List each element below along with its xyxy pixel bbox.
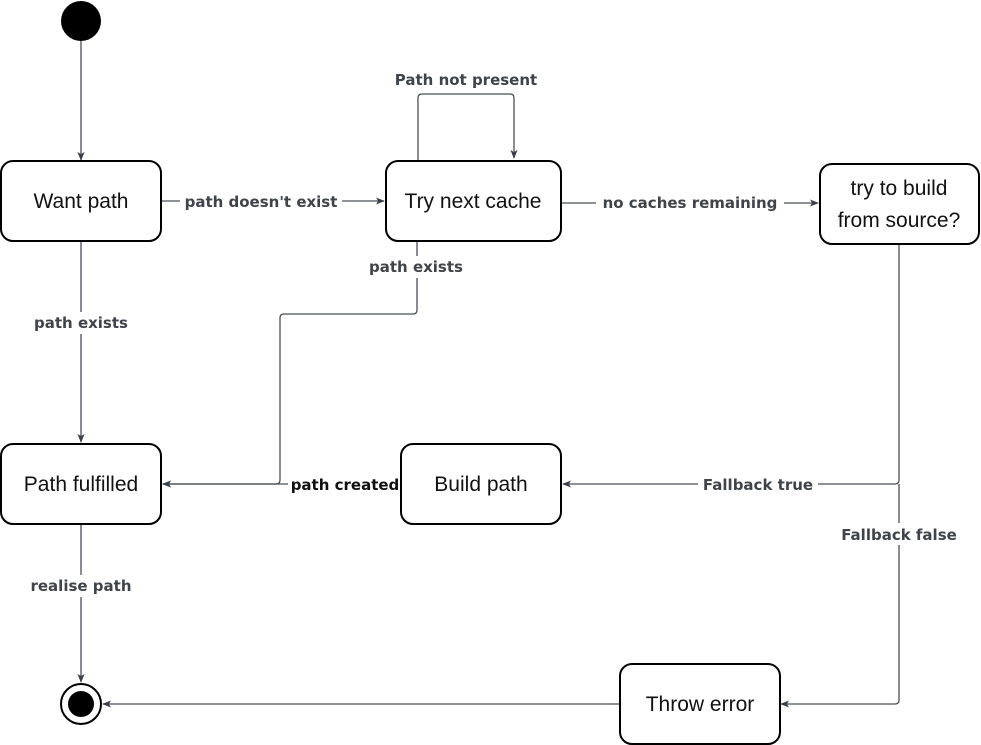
label-fallback-false: Fallback false (841, 526, 957, 544)
state-try-next-cache-label: Try next cache (405, 190, 542, 213)
state-want-path-label: Want path (34, 190, 129, 213)
edge-try-next-cache-self-loop (417, 93, 518, 160)
state-try-next-cache: Try next cache (385, 160, 562, 242)
state-try-build-line2: from source? (838, 209, 961, 232)
edge-try-next-cache-to-path-fulfilled (162, 241, 418, 488)
state-try-build-from-source: try to build from source? (819, 163, 980, 245)
state-build-path-label: Build path (434, 473, 527, 496)
label-path-created: path created (291, 476, 400, 494)
label-realise-path: realise path (30, 577, 131, 595)
final-node (60, 683, 102, 725)
state-try-build-line1: try to build (851, 177, 948, 200)
label-path-doesnt-exist: path doesn't exist (185, 193, 338, 211)
state-path-fulfilled: Path fulfilled (0, 443, 162, 525)
state-throw-error: Throw error (619, 663, 781, 745)
label-path-not-present: Path not present (395, 71, 537, 89)
state-path-fulfilled-label: Path fulfilled (24, 473, 138, 496)
edge-try-build-to-throw-error (780, 484, 900, 708)
initial-node (61, 1, 101, 41)
label-path-exists-want: path exists (34, 314, 128, 332)
state-want-path: Want path (0, 160, 162, 242)
state-throw-error-label: Throw error (646, 693, 755, 716)
state-build-path: Build path (400, 443, 562, 525)
edge-try-build-to-build-path (562, 244, 900, 488)
label-no-caches-remaining: no caches remaining (603, 194, 778, 212)
label-path-exists-cache: path exists (369, 258, 463, 276)
label-fallback-true: Fallback true (703, 476, 813, 494)
